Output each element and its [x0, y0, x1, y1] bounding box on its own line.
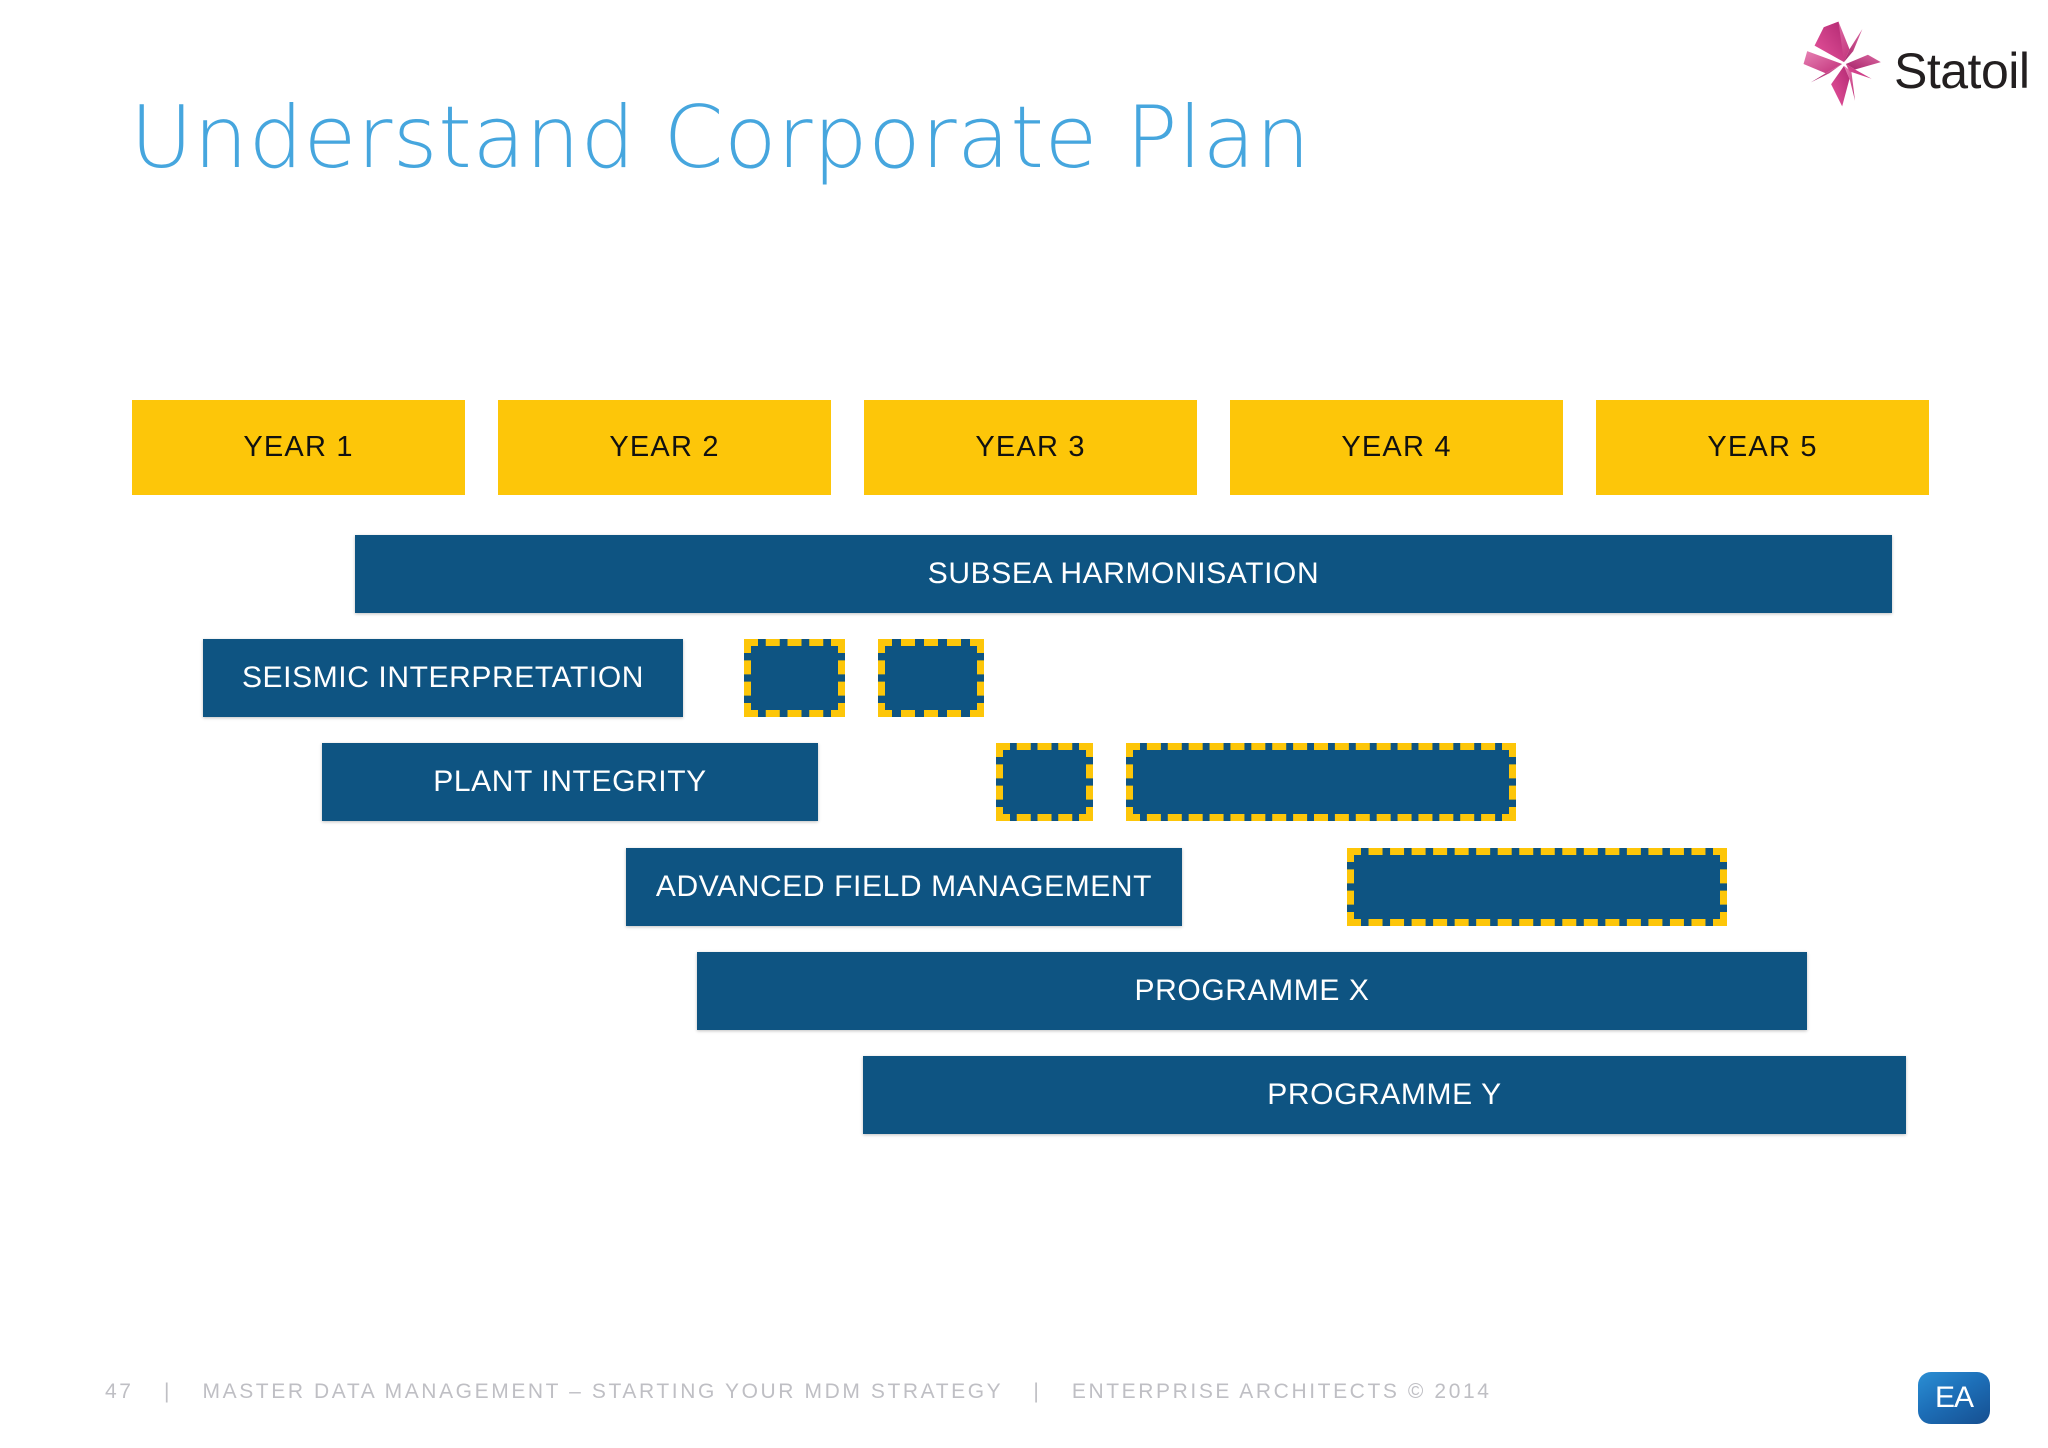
year-header-5: YEAR 5: [1596, 400, 1929, 495]
year-header-label: YEAR 1: [243, 431, 354, 463]
timeline-bar-label: ADVANCED FIELD MANAGEMENT: [655, 870, 1153, 903]
timeline-bar: PLANT INTEGRITY: [322, 743, 818, 821]
year-header-4: YEAR 4: [1230, 400, 1563, 495]
year-header-label: YEAR 5: [1707, 431, 1818, 463]
year-header-label: YEAR 3: [975, 431, 1086, 463]
timeline-bar: SEISMIC INTERPRETATION: [203, 639, 683, 717]
year-header-3: YEAR 3: [864, 400, 1197, 495]
enterprise-architects-logo: EA: [1918, 1372, 1990, 1424]
timeline-bar-label: SEISMIC INTERPRETATION: [241, 661, 645, 694]
timeline-bar-label: PROGRAMME Y: [1267, 1078, 1502, 1111]
ea-logo-text: EA: [1934, 1381, 1974, 1414]
footer-copyright: ENTERPRISE ARCHITECTS © 2014: [1071, 1380, 1492, 1403]
page-title: Understand Corporate Plan: [130, 88, 1311, 188]
timeline-milestone-marker: [996, 743, 1093, 821]
footer-deck-title: MASTER DATA MANAGEMENT – STARTING YOUR M…: [202, 1380, 1003, 1403]
timeline-bar-label: PLANT INTEGRITY: [433, 765, 707, 798]
footer-separator-1: |: [164, 1380, 173, 1403]
timeline-bar: PROGRAMME X: [697, 952, 1807, 1030]
timeline-milestone-marker: [1126, 743, 1516, 821]
footer-separator-2: |: [1033, 1380, 1042, 1403]
statoil-wordmark: Statoil: [1894, 43, 2030, 99]
year-header-label: YEAR 2: [609, 431, 720, 463]
timeline-milestone-marker: [744, 639, 845, 717]
timeline-bar-label: PROGRAMME X: [1134, 974, 1370, 1007]
timeline-milestone-marker: [1347, 848, 1727, 926]
timeline-milestone-marker: [878, 639, 984, 717]
year-header-1: YEAR 1: [132, 400, 465, 495]
statoil-logo: Statoil: [1798, 18, 2030, 110]
footer-page-number: 47: [105, 1380, 134, 1403]
timeline-bar: ADVANCED FIELD MANAGEMENT: [626, 848, 1182, 926]
timeline-bar: SUBSEA HARMONISATION: [355, 535, 1892, 613]
statoil-star-icon: [1803, 21, 1881, 107]
footer: 47 | MASTER DATA MANAGEMENT – STARTING Y…: [105, 1380, 1492, 1404]
timeline-bar-label: SUBSEA HARMONISATION: [927, 557, 1320, 590]
timeline-bar: PROGRAMME Y: [863, 1056, 1906, 1134]
year-header-label: YEAR 4: [1341, 431, 1452, 463]
year-header-2: YEAR 2: [498, 400, 831, 495]
